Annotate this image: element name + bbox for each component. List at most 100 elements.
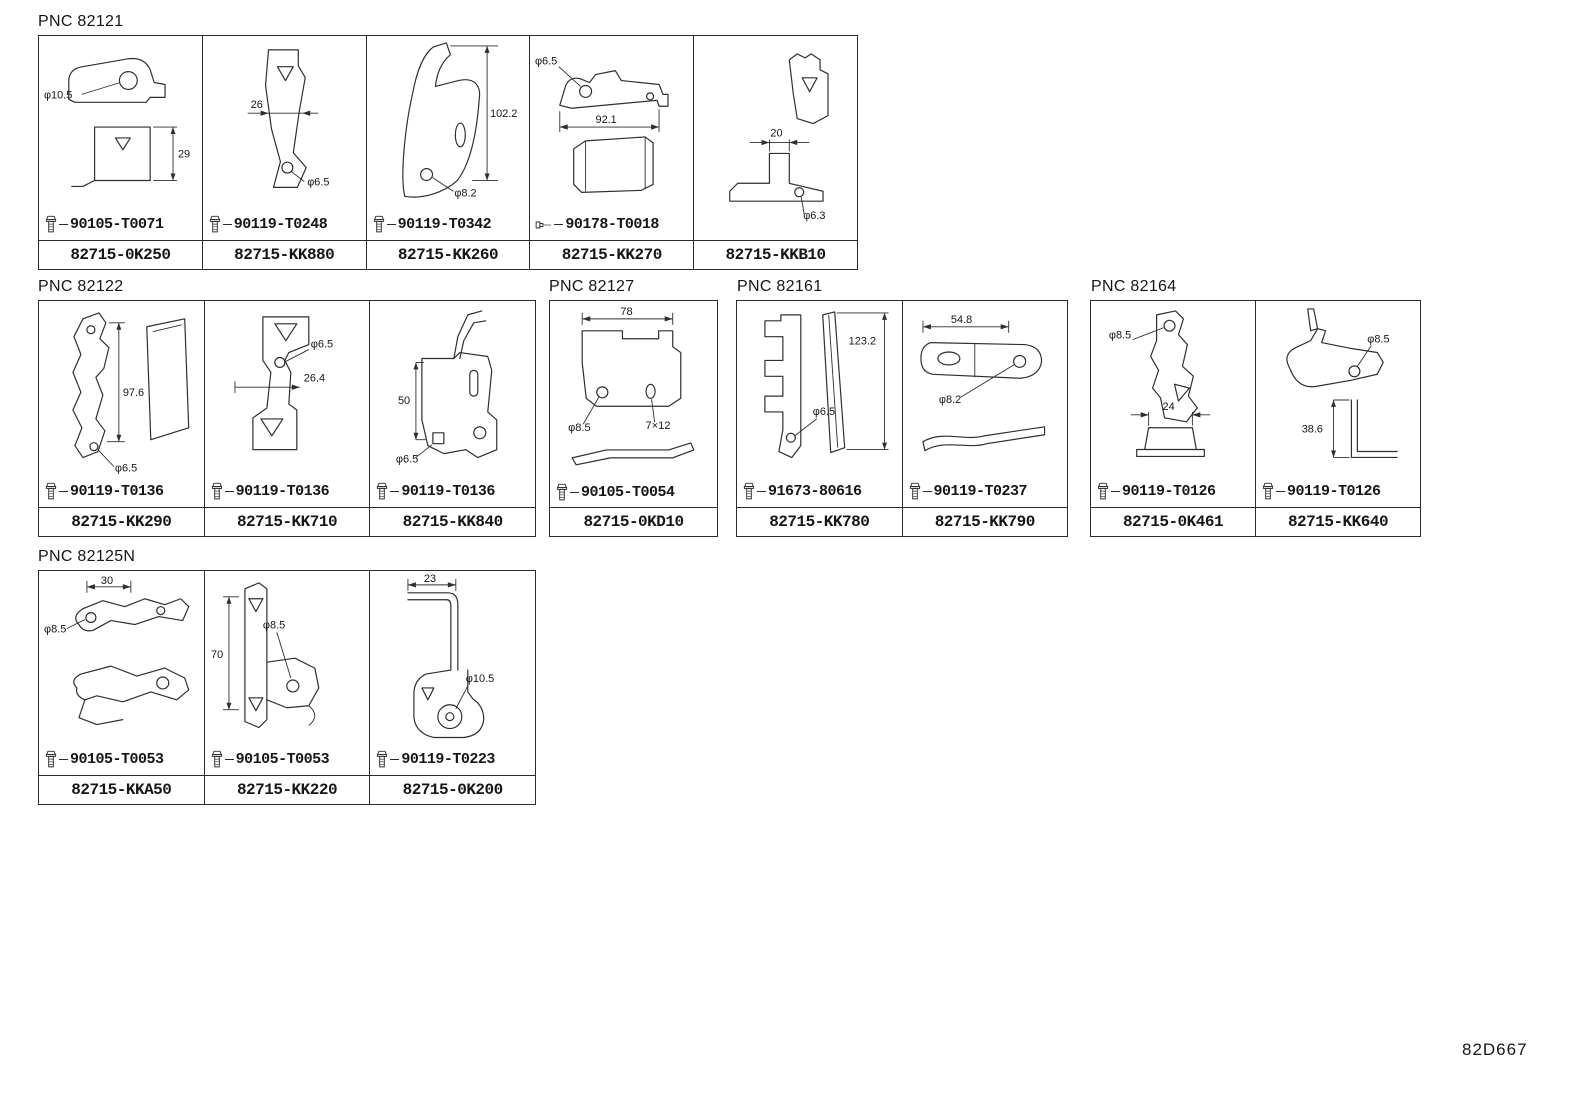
bracket-drawing: 20 φ6.3 — [694, 36, 857, 240]
bolt-icon — [909, 483, 920, 500]
part-number: 82715-KK260 — [397, 246, 499, 265]
parts-table-82127: 78 φ8.5 7×12 90105-T0054 82715-0KD10 — [549, 300, 718, 537]
fastener-part-number: 90178-T0018 — [565, 216, 659, 234]
bracket-drawing: 70 φ8.5 — [205, 571, 370, 746]
bracket-diagram: 23 φ10.5 — [407, 573, 495, 739]
dimension-label: 97.6 — [123, 387, 144, 399]
dimension-label: 38.6 — [1302, 424, 1323, 436]
part-number-row: 82715-KK220 — [204, 775, 370, 804]
fastener-part-number: 90105-T0053 — [235, 751, 330, 769]
bolt-icon — [45, 215, 57, 233]
fastener-part-number: 90119-T0223 — [401, 751, 495, 769]
bracket-diagram: φ8.5 38.6 — [1286, 308, 1398, 459]
dimension-label: φ8.5 — [1367, 334, 1389, 346]
bolt-icon — [209, 215, 220, 233]
part-number: 82715-KK840 — [402, 513, 504, 532]
bolt-icon — [377, 483, 388, 500]
part-cell: 23 φ10.5 90119-T0223 82715-0K200 — [369, 571, 536, 804]
fastener-row: 90119-T0126 — [1091, 478, 1255, 507]
fastener-part-number: 90105-T0071 — [70, 216, 164, 234]
part-number: 82715-0KD10 — [583, 513, 684, 532]
bolt-icon — [743, 483, 755, 500]
bracket-diagram: 54.8 φ8.2 — [919, 314, 1045, 452]
part-number: 82715-KK270 — [561, 246, 663, 265]
fastener-part-number: 90119-T0136 — [401, 483, 495, 501]
dimension-label: φ6.5 — [307, 176, 329, 188]
fastener-leader-line — [59, 491, 68, 493]
dimension-label: 102.2 — [490, 108, 517, 120]
fastener-leader-line — [1111, 491, 1120, 493]
bracket-diagram: 123.2 φ6.5 — [764, 311, 889, 459]
bracket-drawing: 54.8 φ8.2 — [903, 301, 1068, 478]
part-cell: φ10.5 29 90105-T0071 82715-0K250 — [39, 36, 202, 269]
bolt-icon — [1262, 483, 1274, 500]
fastener-leader-line — [922, 491, 932, 493]
dimension-label: φ8.2 — [938, 394, 960, 406]
bolt-icon — [373, 215, 384, 233]
part-number: 82715-0K200 — [402, 781, 504, 800]
part-number-row: 82715-KK290 — [39, 507, 204, 536]
part-number: 82715-KK290 — [71, 513, 172, 532]
part-cell: 26 φ6.5 90119-T0248 82715-KK880 — [201, 36, 366, 269]
fastener-leader-line — [386, 224, 396, 226]
fastener-row: 90119-T0136 — [205, 478, 370, 507]
fastener-row: 90119-T0237 — [903, 478, 1068, 507]
bracket-diagram: 102.2 φ8.2 — [401, 42, 517, 199]
bracket-diagram: 50 φ6.5 — [396, 310, 498, 466]
bracket-diagram: φ6.5 92.1 — [535, 56, 669, 193]
part-number-row: 82715-KKA50 — [39, 775, 204, 804]
part-number-row: 82715-KK790 — [902, 507, 1067, 536]
fastener-part-number: 90119-T0136 — [235, 483, 330, 501]
dimension-label: 50 — [398, 395, 410, 407]
dimension-label: 54.8 — [950, 314, 971, 326]
bracket-diagram: 70 φ8.5 — [211, 582, 320, 729]
part-cell: 97.6 φ6.5 90119-T0136 82715-KK290 — [39, 301, 204, 536]
dimension-label: 26.4 — [303, 372, 324, 384]
bracket-drawing: 26 φ6.5 — [203, 36, 366, 211]
bracket-drawing: 78 φ8.5 7×12 — [550, 301, 717, 479]
fastener-leader-line — [554, 224, 564, 226]
fastener-row: 90178-T0018 — [530, 211, 693, 240]
bracket-drawing: 102.2 φ8.2 — [367, 36, 530, 211]
page-code: 82D667 — [1462, 1040, 1528, 1059]
dimension-label: φ6.5 — [115, 462, 137, 474]
part-number: 82715-KK790 — [934, 513, 1036, 532]
dimension-label: φ10.5 — [466, 673, 494, 685]
dimension-label: φ8.5 — [44, 623, 66, 635]
bracket-diagram: 78 φ8.5 7×12 — [568, 306, 695, 466]
part-cell: 102.2 φ8.2 90119-T0342 82715-KK260 — [365, 36, 530, 269]
dimension-label: 29 — [178, 149, 190, 161]
fastener-row: 90119-T0248 — [203, 211, 366, 240]
parts-table-82121: φ10.5 29 90105-T0071 82715-0K250 — [38, 35, 858, 270]
part-number: 82715-KK640 — [1287, 513, 1389, 532]
dimension-label: 23 — [424, 573, 436, 585]
part-number-row: 82715-KKB10 — [694, 240, 857, 269]
part-number: 82715-KKA50 — [71, 781, 172, 800]
fastener-row: 90119-T0126 — [1256, 478, 1420, 507]
bracket-drawing: φ6.5 26.4 — [205, 301, 370, 478]
bracket-drawing: 23 φ10.5 — [370, 571, 535, 746]
bracket-drawing: φ8.5 24 — [1091, 301, 1255, 478]
part-number-row: 82715-KK880 — [202, 240, 366, 269]
fastener-row: 90105-T0053 — [205, 746, 370, 775]
group-label-82121: PNC 82121 — [38, 13, 124, 30]
fastener-row: 90119-T0136 — [39, 478, 204, 507]
bolt-icon — [45, 483, 57, 500]
parts-table-82164: φ8.5 24 90119-T0126 82715-0K461 — [1090, 300, 1421, 537]
part-cell: 70 φ8.5 90105-T0053 82715-KK220 — [203, 571, 370, 804]
dimension-label: 78 — [620, 306, 632, 318]
bolt-icon — [211, 751, 222, 768]
fastener-row: 90119-T0136 — [370, 478, 535, 507]
bracket-diagram: φ8.5 24 — [1109, 310, 1211, 458]
parts-table-82161: 123.2 φ6.5 91673-80616 82715-KK780 — [736, 300, 1068, 537]
pin-icon — [536, 221, 552, 229]
part-number-row: 82715-KK840 — [370, 507, 536, 536]
part-cell: 78 φ8.5 7×12 90105-T0054 82715-0KD10 — [550, 301, 717, 536]
part-number-row: 82715-KK270 — [530, 240, 694, 269]
bracket-drawing: 30 φ8.5 — [39, 571, 204, 746]
group-label-82127: PNC 82127 — [549, 278, 635, 295]
bracket-diagram: 97.6 φ6.5 — [72, 312, 190, 474]
fastener-row: 90105-T0071 — [39, 211, 202, 240]
part-cell: 123.2 φ6.5 91673-80616 82715-KK780 — [737, 301, 902, 536]
